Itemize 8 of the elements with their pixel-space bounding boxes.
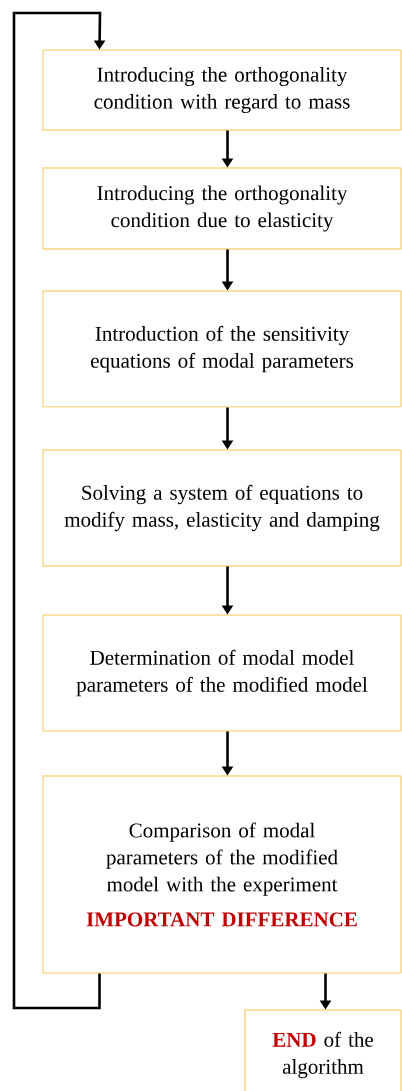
process-box: Solving a system of equations to modify mass, elasticity and damping — [42, 449, 402, 567]
process-box: Introducing the orthogonality condition with regard to mass — [42, 49, 402, 131]
process-box: Determination of modal model parameters of the modified model — [42, 614, 402, 732]
process-box: Introducing the orthogonality condition due to elasticity — [42, 167, 402, 250]
process-box: Introduction of the sensitivity equations of modal parameters — [42, 290, 402, 408]
end-box: END of the algorithm — [244, 1009, 402, 1091]
decision-box: Comparison of modal parameters of the modified model with the experiment IMPORTANT DIFFERENCE — [42, 775, 402, 974]
arrow — [12, 11, 106, 1010]
